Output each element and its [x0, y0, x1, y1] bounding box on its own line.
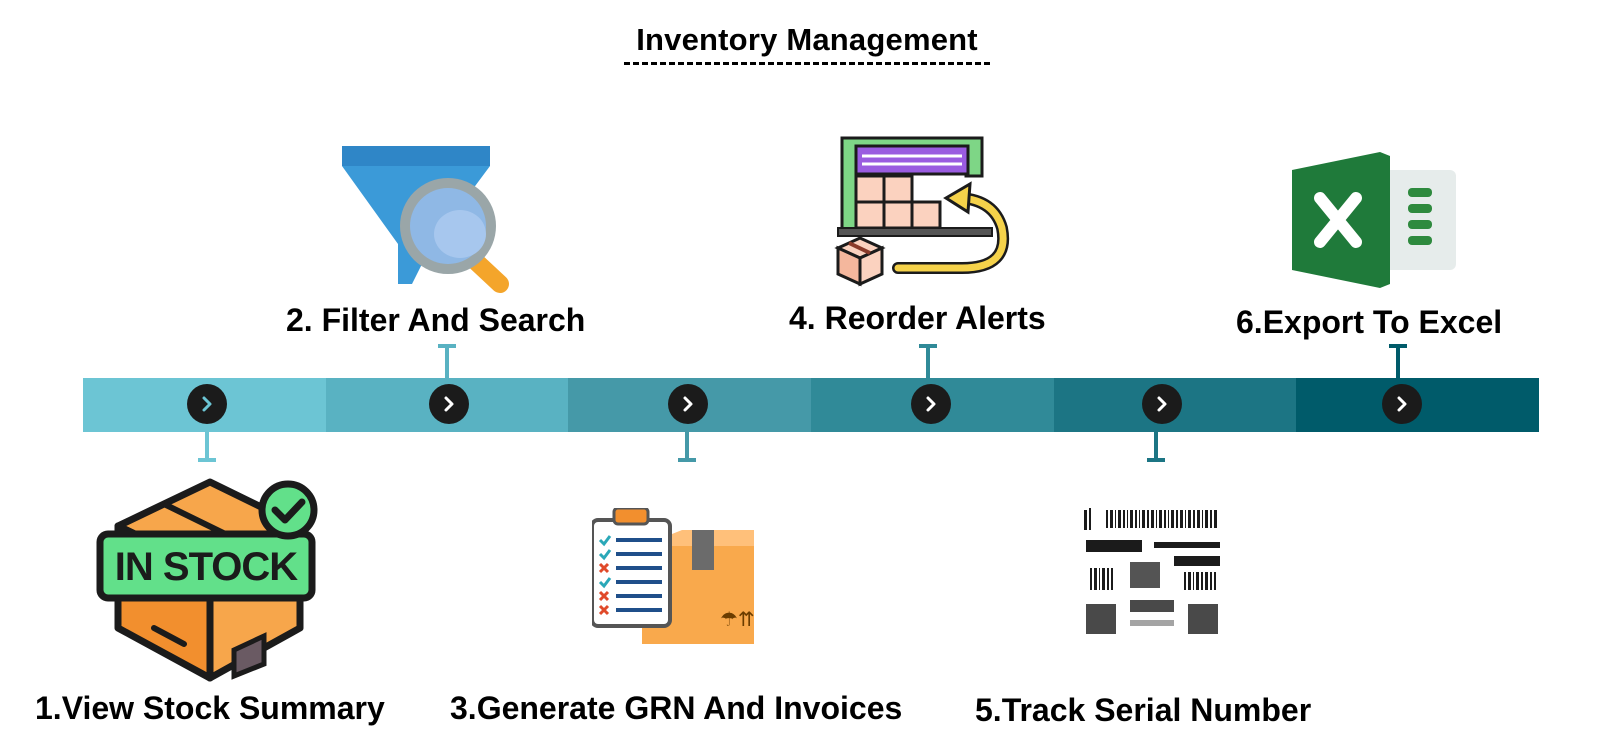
in-stock-box-icon: IN STOCK	[96, 478, 318, 682]
chevron-right-icon	[1141, 384, 1182, 424]
connector-stem-2	[438, 344, 456, 378]
timeline-segment-5	[1053, 378, 1297, 432]
chevron-right-icon	[1382, 384, 1423, 424]
warehouse-reorder-icon	[834, 136, 1010, 287]
connector-stem-6	[1389, 344, 1407, 378]
barcode-labels-icon	[1080, 506, 1224, 650]
chevron-right-icon	[911, 384, 952, 424]
timeline-bar	[83, 378, 1540, 432]
connector-stem-1	[198, 432, 216, 462]
timeline-segment-3	[568, 378, 812, 432]
checklist-box-icon: ☂⇈	[592, 508, 755, 644]
timeline-segment-2	[325, 378, 569, 432]
page-title: Inventory Management	[636, 22, 978, 57]
step-2-label: 2. Filter And Search	[286, 302, 586, 338]
chevron-right-icon	[187, 384, 227, 424]
excel-icon	[1292, 152, 1456, 288]
timeline-segment-1	[83, 378, 326, 432]
step-5-label: 5.Track Serial Number	[975, 692, 1312, 728]
step-3-label: 3.Generate GRN And Invoices	[450, 690, 903, 726]
chevron-right-icon	[428, 384, 469, 424]
step-1-label: 1.View Stock Summary	[35, 690, 385, 726]
connector-stem-4	[919, 344, 937, 378]
timeline-segment-6	[1296, 378, 1540, 432]
connector-stem-3	[678, 432, 696, 462]
svg-text:☂⇈: ☂⇈	[720, 609, 755, 631]
title-underline	[624, 62, 990, 65]
chevron-right-icon	[668, 384, 709, 424]
funnel-magnifier-icon	[342, 146, 509, 293]
step-4-label: 4. Reorder Alerts	[789, 300, 1046, 336]
step-6-label: 6.Export To Excel	[1236, 304, 1503, 340]
in-stock-badge-text: IN STOCK	[115, 545, 299, 589]
connector-stem-5	[1147, 432, 1165, 462]
timeline-segment-4	[811, 378, 1054, 432]
